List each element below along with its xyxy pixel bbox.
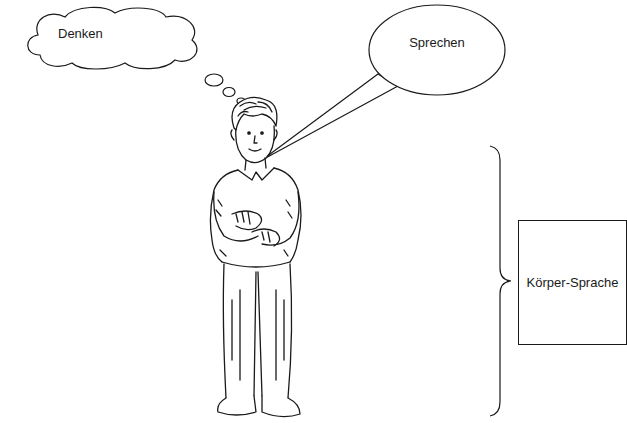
node-text: Körper-Sprache [527,275,619,291]
thought-cloud: Denken [20,5,205,71]
curly-bracket [490,146,511,416]
node-text: Denken [58,26,103,42]
label-box: Körper-Sprache [518,220,627,345]
cloud-outline [20,5,205,71]
node-text: Sprechen [409,35,465,51]
thought-dot [223,88,235,97]
speech-bubble: Sprechen [368,4,506,96]
thought-dot [205,74,223,86]
speech-tail [262,74,398,160]
man-figure [210,97,301,416]
